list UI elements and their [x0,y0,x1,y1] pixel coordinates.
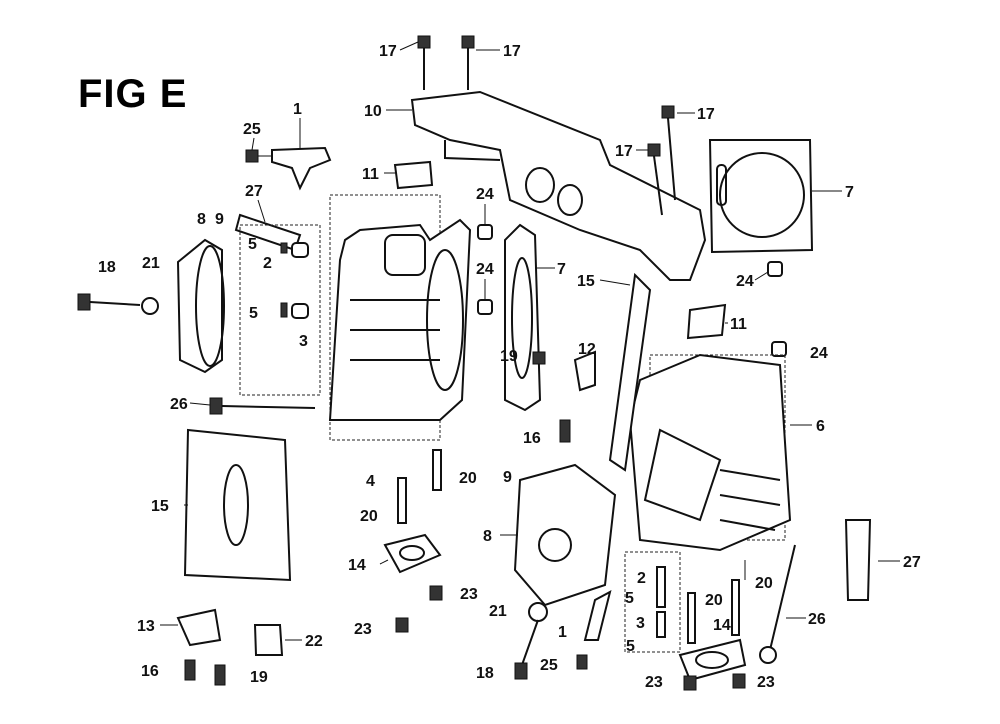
callout-1: 1 [293,101,302,118]
callout-5: 5 [249,305,258,322]
callout-2: 2 [637,570,646,587]
spark-plug [234,213,872,601]
callout-5: 5 [625,590,634,607]
callout-17: 17 [379,43,397,60]
callout-19: 19 [500,348,518,365]
callout-18: 18 [476,665,494,682]
callout-1: 1 [558,624,567,641]
callout-26: 26 [170,396,188,413]
callout-24: 24 [736,273,754,290]
callout-11: 11 [730,316,747,333]
callout-9: 9 [503,469,512,486]
callout-3: 3 [299,333,308,350]
callout-21: 21 [142,255,160,272]
cylinder-head-right [628,353,792,552]
callout-21: 21 [489,603,507,620]
callout-14: 14 [713,617,731,634]
gasket-7 [708,139,814,254]
callout-20: 20 [360,508,378,525]
callout-17: 17 [503,43,521,60]
callout-16: 16 [523,430,541,447]
callout-7: 7 [557,261,566,278]
callout-24: 24 [476,261,494,278]
callout-16: 16 [141,663,159,680]
callout-25: 25 [540,657,558,674]
callout-24: 24 [476,186,494,203]
figure-title: FIG E [78,72,188,116]
callout-17: 17 [697,106,715,123]
callout-10: 10 [364,103,382,120]
studs-right [624,544,796,691]
callout-20: 20 [459,470,477,487]
callout-27: 27 [245,183,263,200]
callout-22: 22 [305,633,323,650]
cover-left [176,238,225,374]
callout-24: 24 [810,345,828,362]
callout-27: 27 [903,554,921,571]
callout-18: 18 [98,259,116,276]
intake-manifold [410,90,707,281]
callout-19: 19 [250,669,268,686]
bracket-13 [176,608,284,686]
callout-13: 13 [137,618,155,635]
bolt-26 [209,397,316,415]
callout-5: 5 [626,638,635,655]
cylinder-head-left [239,194,472,441]
callout-labels: 17 17 1 10 25 17 17 11 7 27 8 9 24 5 2 1… [98,43,921,691]
callout-8: 8 [197,211,206,228]
valve-cover-right [513,463,617,680]
callout-12: 12 [578,341,596,358]
gasket-15-right [393,160,727,472]
callout-7: 7 [845,184,854,201]
callout-25: 25 [243,121,261,138]
callout-3: 3 [636,615,645,632]
callout-17: 17 [615,143,633,160]
callout-2: 2 [263,255,272,272]
callout-9: 9 [215,211,224,228]
gasket-7-left [504,223,542,412]
callout-15: 15 [151,498,169,515]
spacer-24 [477,224,787,357]
callout-26: 26 [808,611,826,628]
studs-20 [383,449,443,633]
callout-20: 20 [705,592,723,609]
bolt-17 [417,35,676,216]
callout-23: 23 [645,674,663,691]
bracket-1 [245,146,332,191]
valve-parts [280,242,309,319]
bolt-18 [77,293,159,315]
callout-15: 15 [577,273,595,290]
shroud-15 [183,428,292,582]
callout-8: 8 [483,528,492,545]
callout-11: 11 [362,166,379,183]
callout-23: 23 [757,674,775,691]
callout-4: 4 [366,473,375,490]
callout-20: 20 [755,575,773,592]
callout-14: 14 [348,557,366,574]
callout-23: 23 [354,621,372,638]
callout-23: 23 [460,586,478,603]
callout-6: 6 [816,418,825,435]
leader-lines [160,41,900,641]
callout-5: 5 [248,236,257,253]
